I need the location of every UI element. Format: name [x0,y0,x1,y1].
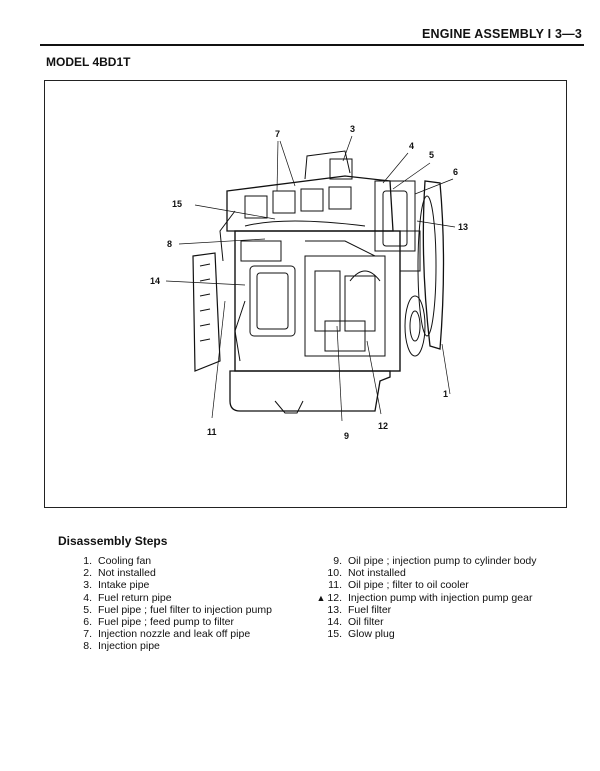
callout-14: 14 [150,276,161,286]
step-item: 9.Oil pipe ; injection pump to cylinder … [333,555,537,567]
callout-8: 8 [167,239,173,249]
warning-triangle-icon: ▲ [316,592,326,603]
step-item: 10.Not installed [327,567,406,580]
step-item: 1.Cooling fan [83,555,152,567]
steps-list-right: 9.Oil pipe ; injection pump to cylinder … [308,555,568,640]
engine-illustration [165,135,456,422]
callout-5: 5 [429,150,435,160]
step-item: 4.Fuel return pipe [83,591,172,604]
engine-figure: 1 3 4 5 6 7 8 9 11 12 13 14 15 [44,80,567,508]
step-item: 2.Not installed [83,567,156,580]
header-rule [40,44,584,46]
step-item: 11.Oil pipe ; filter to oil cooler [328,579,469,592]
callout-1: 1 [443,389,449,399]
callout-15: 15 [172,199,183,209]
step-item: 3.Intake pipe [83,579,150,592]
step-item: 6.Fuel pipe ; feed pump to filter [83,616,234,629]
step-item: 5.Fuel pipe ; fuel filter to injection p… [83,603,272,616]
step-item: 7.Injection nozzle and leak off pipe [83,628,251,641]
callout-13: 13 [458,222,469,232]
step-item: 15.Glow plug [327,628,395,641]
callout-4: 4 [409,141,415,151]
callout-11: 11 [207,427,217,437]
steps-heading: Disassembly Steps [58,534,168,548]
callout-6: 6 [453,167,459,177]
model-label: MODEL 4BD1T [46,55,131,69]
steps-list-left: 1.Cooling fan 2.Not installed 3.Intake p… [58,555,288,653]
callout-7: 7 [275,129,281,139]
page-header-title: ENGINE ASSEMBLY I 3—3 [421,27,582,41]
callout-12: 12 [378,421,389,431]
step-item: ▲12.Injection pump with injection pump g… [316,591,533,604]
step-item: 14.Oil filter [327,616,384,629]
step-item: 13.Fuel filter [327,603,392,616]
step-item: 8.Injection pipe [83,640,160,653]
callout-9: 9 [344,431,350,441]
callout-3: 3 [350,124,356,134]
